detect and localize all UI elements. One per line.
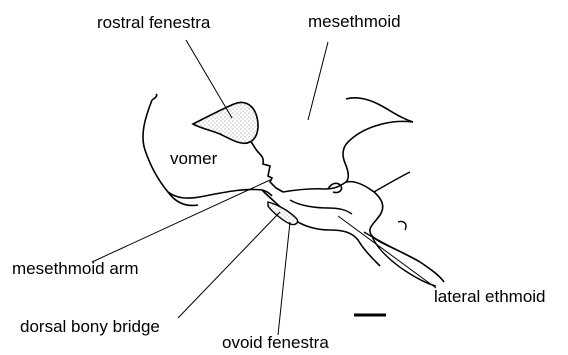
- label-vomer: vomer: [170, 150, 217, 167]
- ventral-outline: [262, 190, 380, 266]
- leader-mesethmoid: [308, 42, 328, 120]
- lateral-ethmoid-lower: [372, 236, 436, 286]
- mesethmoid-upper-outline: [346, 98, 413, 122]
- posterior-small-curve: [398, 221, 406, 230]
- label-mesethmoid-arm: mesethmoid arm: [12, 260, 139, 277]
- label-dorsal-bony-bridge: dorsal bony bridge: [20, 318, 160, 335]
- vomer-anterior-hook: [152, 94, 157, 100]
- leader-lateral-ethmoid: [338, 216, 436, 288]
- posterior-curl: [374, 172, 410, 192]
- ovoid-fenestra-shape: [268, 202, 298, 225]
- label-lateral-ethmoid: lateral ethmoid: [434, 288, 546, 305]
- label-mesethmoid: mesethmoid: [308, 13, 401, 30]
- leader-ovoid-fenestra: [278, 222, 290, 335]
- ventral-upper-curve: [290, 200, 352, 214]
- label-rostral-fenestra: rostral fenestra: [97, 14, 210, 31]
- label-ovoid-fenestra: ovoid fenestra: [222, 334, 329, 351]
- rostral-fenestra-shape: [193, 102, 258, 143]
- lateral-ethmoid-outline: [346, 182, 444, 282]
- leader-dorsal-bony-bridge: [178, 212, 280, 318]
- leader-rostral-fenestra: [186, 40, 232, 118]
